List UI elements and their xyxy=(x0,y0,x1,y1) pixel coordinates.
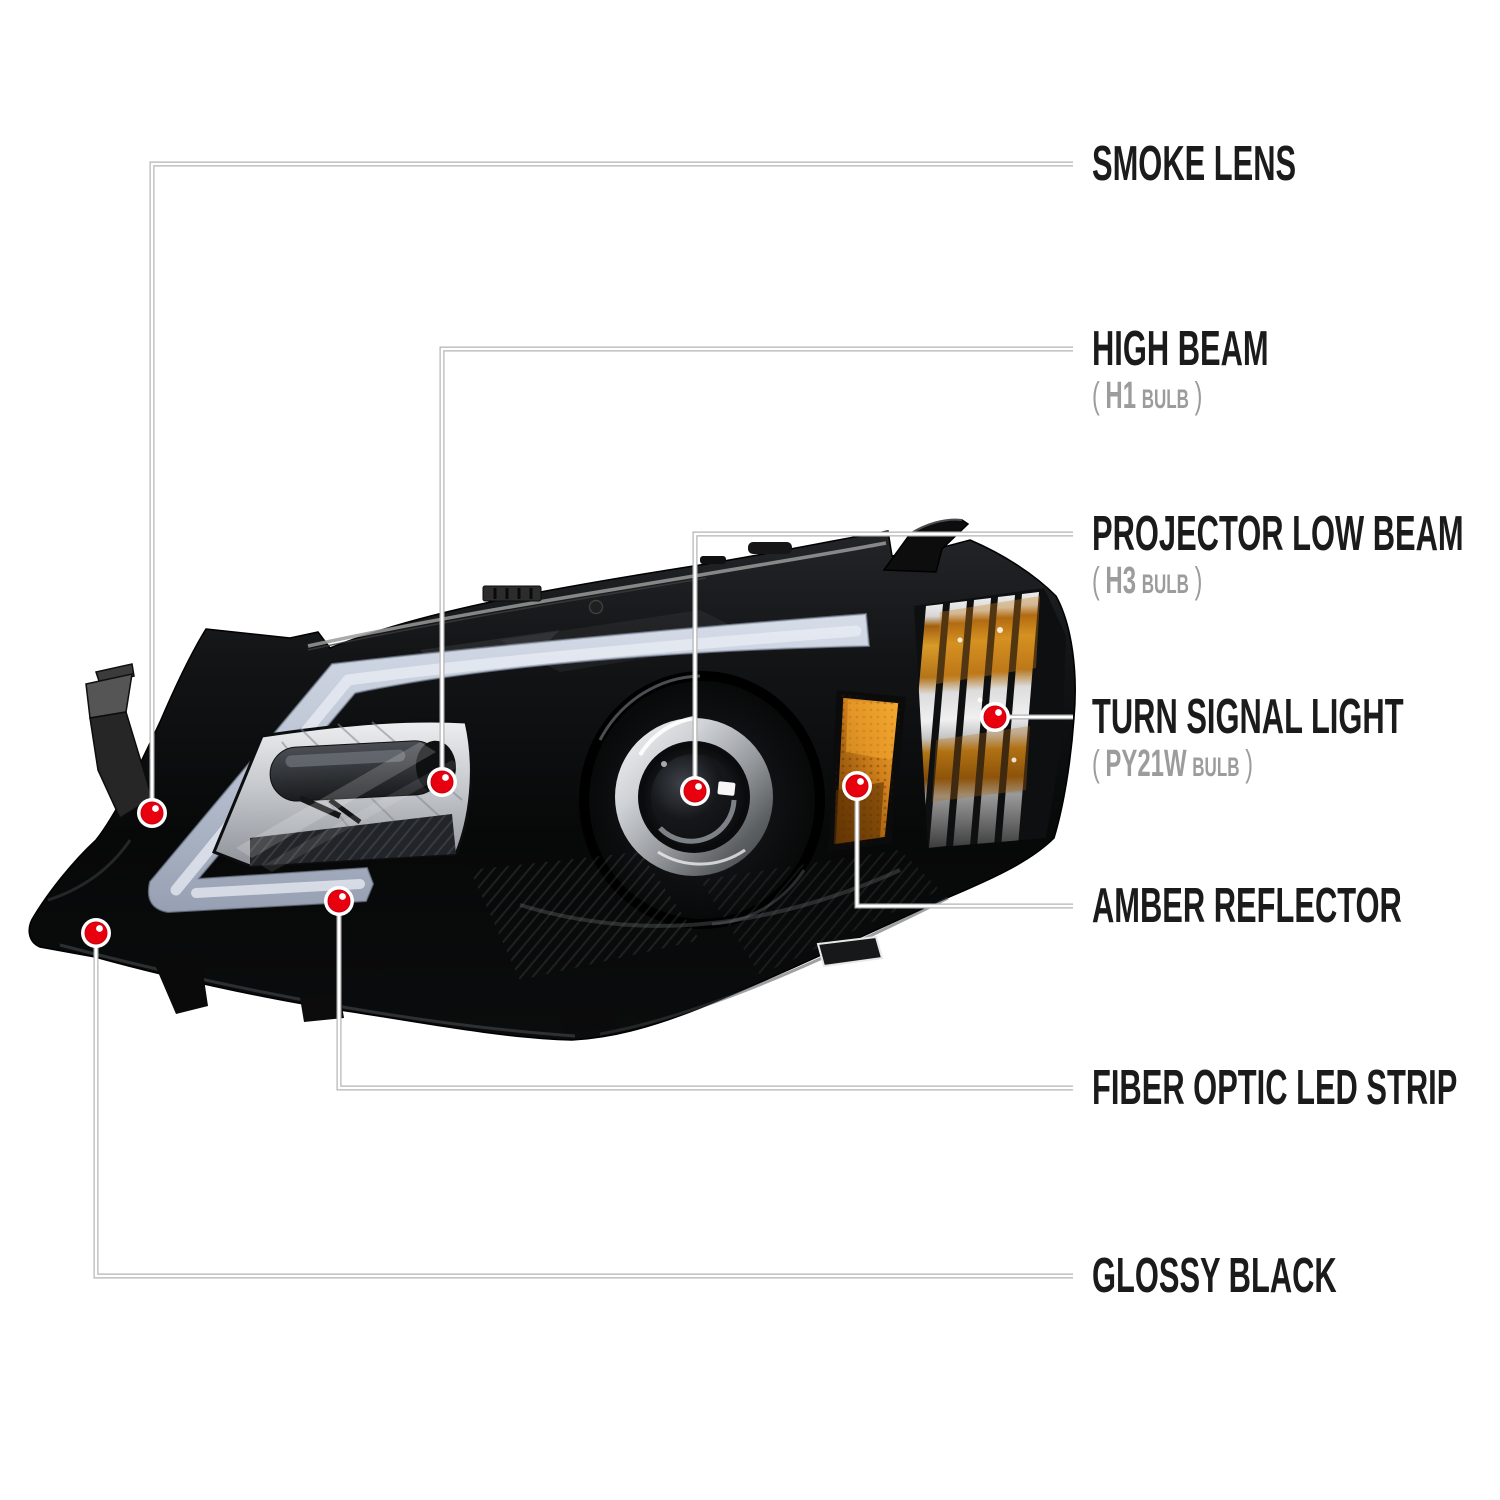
callout-dot-amber-reflector xyxy=(845,774,869,798)
high-beam-chamber xyxy=(212,719,473,872)
amber-reflector xyxy=(828,690,906,853)
h1-bulb-shield xyxy=(269,740,456,802)
callout-dot-highlight-smoke-lens xyxy=(152,805,159,812)
callout-dot-highlight-projector-low-beam xyxy=(695,783,702,790)
callout-dot-fiber-optic-led-strip xyxy=(327,889,351,913)
callout-line-amber-reflector xyxy=(855,786,1073,908)
callout-dot-highlight-glossy-black xyxy=(96,925,103,932)
mounting-tabs xyxy=(152,935,884,1033)
callout-dot-glossy-black xyxy=(84,921,108,945)
mounting-bracket xyxy=(85,663,153,820)
callout-dot-highlight-high-beam xyxy=(442,774,449,781)
callout-dot-highlight-turn-signal-light xyxy=(995,709,1002,716)
callout-line-glossy-black xyxy=(94,933,1073,1278)
callout-dot-high-beam xyxy=(430,770,454,794)
led-strip xyxy=(147,612,871,914)
callout-dot-smoke-lens xyxy=(140,801,164,825)
callout-line-high-beam xyxy=(440,347,1073,782)
callout-line-projector-low-beam xyxy=(693,532,1073,791)
callout-line-fiber-optic-led-strip xyxy=(337,901,1073,1090)
callout-layer xyxy=(81,161,1073,1279)
callout-dot-highlight-fiber-optic-led-strip xyxy=(339,893,346,900)
callout-line-smoke-lens xyxy=(150,162,1073,813)
callout-dot-turn-signal-light xyxy=(983,705,1007,729)
carbon-texture xyxy=(470,850,940,980)
callout-dot-highlight-amber-reflector xyxy=(857,778,864,785)
callout-dot-projector-low-beam xyxy=(683,779,707,803)
